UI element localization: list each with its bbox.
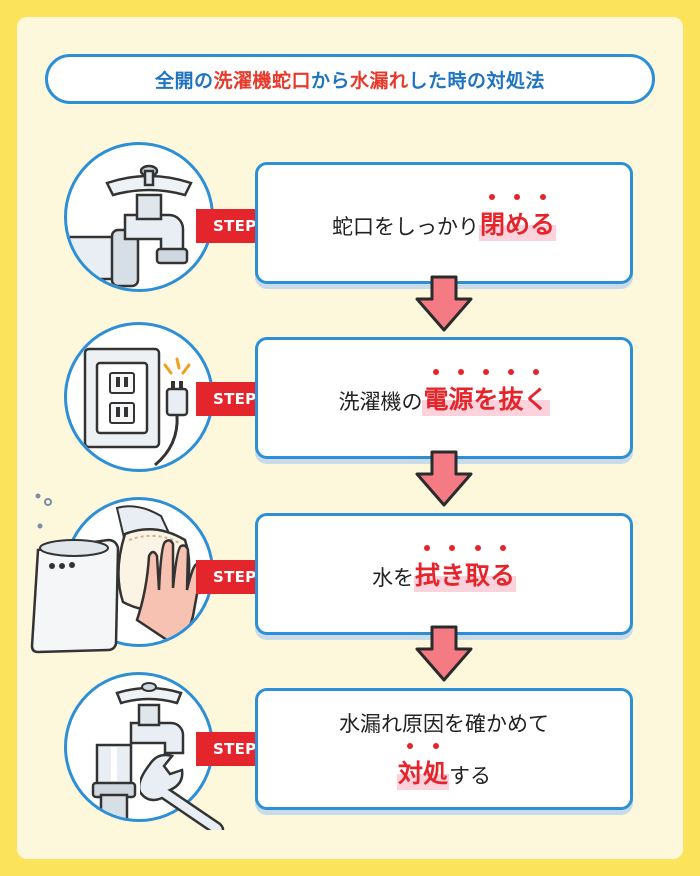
emphasis-char: 取 bbox=[465, 545, 490, 592]
step-text: 水漏れ原因を確かめて bbox=[339, 712, 549, 736]
emphasis-char: 閉 bbox=[480, 194, 505, 241]
down-arrow-icon bbox=[415, 275, 473, 332]
emphasis-char: 源 bbox=[448, 369, 473, 416]
step-emphasis: 電源を抜く bbox=[422, 369, 550, 416]
emphasis-char: る bbox=[490, 545, 515, 592]
emphasis-char: め bbox=[505, 194, 530, 241]
step-text: 洗濯機の bbox=[338, 390, 423, 414]
faucet-wrench-icon bbox=[64, 672, 214, 822]
page-title: 全開の 洗濯機蛇口 から 水漏れ した時の対処法 bbox=[45, 54, 655, 104]
washing-machine-towel-icon bbox=[64, 497, 214, 647]
emphasis-char: 電 bbox=[423, 369, 448, 416]
step-text: 水を bbox=[371, 566, 414, 590]
step-card: 蛇口をしっかり閉める bbox=[255, 162, 633, 284]
emphasis-char: 処 bbox=[423, 743, 448, 790]
title-part: 全開の bbox=[154, 69, 214, 92]
step-card: 水を拭き取る bbox=[255, 513, 633, 635]
title-part: 水漏れ bbox=[350, 69, 409, 92]
title-part: から bbox=[310, 69, 350, 92]
emphasis-char: 対 bbox=[398, 743, 423, 790]
emphasis-char: く bbox=[524, 369, 549, 416]
emphasis-char: る bbox=[530, 194, 555, 241]
wrench-icon bbox=[140, 753, 225, 830]
title-part: した時の対処法 bbox=[408, 69, 546, 92]
step-text: 蛇口をしっかり bbox=[331, 215, 479, 239]
faucet-icon bbox=[64, 142, 214, 292]
emphasis-char: 抜 bbox=[499, 369, 524, 416]
title-part: 洗濯機蛇口 bbox=[213, 69, 311, 92]
down-arrow-icon bbox=[415, 450, 473, 507]
step-card: 洗濯機の電源を抜く bbox=[255, 337, 633, 459]
emphasis-char: 拭 bbox=[415, 545, 440, 592]
step-emphasis: 対処 bbox=[396, 743, 450, 790]
outlet-plug-icon bbox=[64, 322, 214, 472]
step-emphasis: 拭き取る bbox=[413, 545, 517, 592]
emphasis-char: を bbox=[473, 369, 499, 416]
washing-machine-icon bbox=[30, 493, 120, 654]
down-arrow-icon bbox=[415, 625, 473, 682]
step-card: 水漏れ原因を確かめて 対処する bbox=[255, 688, 633, 810]
emphasis-char: き bbox=[440, 545, 465, 592]
step-emphasis: 閉める bbox=[478, 194, 557, 241]
step-text: する bbox=[449, 764, 492, 788]
